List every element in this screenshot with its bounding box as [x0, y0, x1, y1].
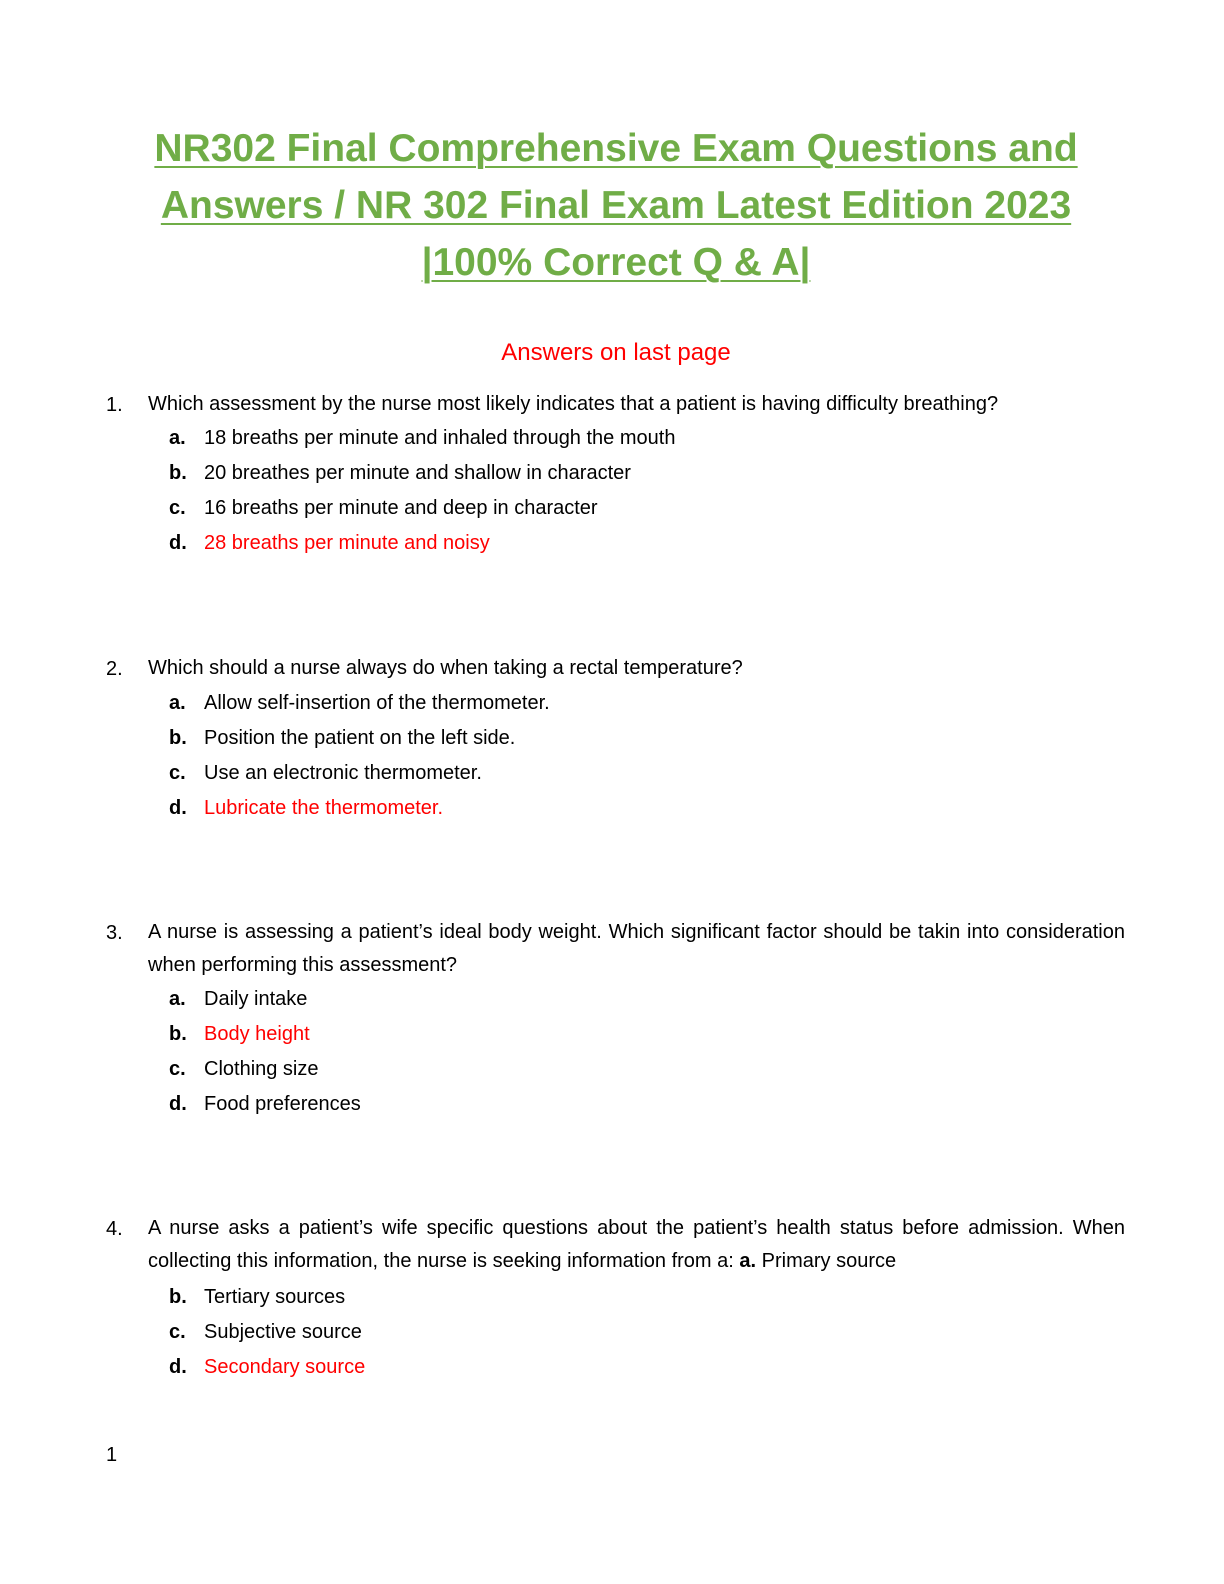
option-text: Primary source: [761, 1250, 897, 1272]
question-text: Which should a nurse always do when taki…: [148, 657, 743, 679]
option-d-correct-answer: d. Secondary source: [0, 1350, 1224, 1385]
option-a: a. Allow self-insertion of the thermomet…: [0, 686, 1224, 721]
option-letter: b.: [169, 727, 187, 749]
option-letter: a.: [169, 692, 186, 714]
option-c: c. Use an electronic thermometer.: [0, 756, 1224, 791]
question-text: A nurse asks a patient’s wife specific q…: [148, 1212, 1125, 1278]
option-letter: d.: [169, 532, 187, 554]
question-number: 3.: [106, 922, 123, 944]
option-letter: b.: [169, 1286, 187, 1308]
option-letter: c.: [169, 762, 186, 784]
option-text: Allow self-insertion of the thermometer.: [204, 692, 550, 714]
option-letter: d.: [169, 1356, 187, 1378]
question-number: 4.: [106, 1218, 123, 1240]
question-number: 2.: [106, 658, 123, 680]
option-letter: d.: [169, 797, 187, 819]
option-text: Body height: [204, 1023, 310, 1045]
option-a: a. 18 breaths per minute and inhaled thr…: [0, 421, 1224, 456]
page-number: 1: [106, 1444, 118, 1466]
option-letter: a.: [169, 427, 186, 449]
option-text: Position the patient on the left side.: [204, 727, 516, 749]
option-text: Clothing size: [204, 1058, 319, 1080]
option-text: Subjective source: [204, 1321, 362, 1343]
question-text: Which assessment by the nurse most likel…: [148, 393, 999, 415]
option-a: a. Daily intake: [0, 982, 1224, 1017]
option-text: 16 breaths per minute and deep in charac…: [204, 497, 598, 519]
option-text: 20 breathes per minute and shallow in ch…: [204, 462, 631, 484]
question-stem: A nurse asks a patient’s wife specific q…: [148, 1217, 1125, 1272]
option-letter: b.: [169, 462, 187, 484]
option-letter: c.: [169, 1058, 186, 1080]
option-d: d. Food preferences: [0, 1087, 1224, 1122]
option-letter: b.: [169, 1023, 187, 1045]
option-c: c. Subjective source: [0, 1315, 1224, 1350]
option-b: b. 20 breathes per minute and shallow in…: [0, 456, 1224, 491]
answers-note: Answers on last page: [501, 339, 731, 366]
option-d-correct-answer: d. 28 breaths per minute and noisy: [0, 526, 1224, 561]
option-letter: c.: [169, 497, 186, 519]
option-text: Tertiary sources: [204, 1286, 346, 1308]
question-text: A nurse is assessing a patient’s ideal b…: [148, 921, 1125, 976]
option-letter: d.: [169, 1093, 187, 1115]
option-c: c. 16 breaths per minute and deep in cha…: [0, 491, 1224, 526]
option-text: Lubricate the thermometer.: [204, 797, 444, 819]
option-text: 18 breaths per minute and inhaled throug…: [204, 427, 676, 449]
option-text: Use an electronic thermometer.: [204, 762, 482, 784]
option-text: Secondary source: [204, 1356, 366, 1378]
option-c: c. Clothing size: [0, 1052, 1224, 1087]
option-letter: a.: [169, 988, 186, 1010]
option-text: Daily intake: [204, 988, 308, 1010]
option-d-correct-answer: d. Lubricate the thermometer.: [0, 791, 1224, 826]
document-title: NR302 Final Comprehensive Exam Questions…: [154, 127, 1078, 284]
option-b: b. Position the patient on the left side…: [0, 721, 1224, 756]
question-number: 1.: [106, 394, 123, 416]
option-letter: a.: [739, 1250, 757, 1272]
option-letter: c.: [169, 1321, 186, 1343]
option-text: 28 breaths per minute and noisy: [204, 532, 490, 554]
option-b: b. Tertiary sources: [0, 1280, 1224, 1315]
option-b-correct-answer: b. Body height: [0, 1017, 1224, 1052]
option-text: Food preferences: [204, 1093, 361, 1115]
